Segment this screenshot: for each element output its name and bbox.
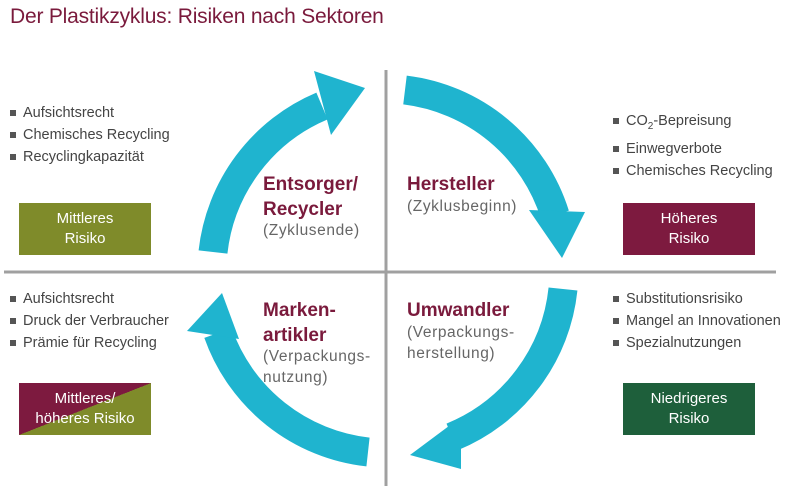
sector-converter-title: Umwandler — [407, 298, 509, 323]
list-item: CO2-Bepreisung — [613, 110, 773, 138]
list-item: Druck der Verbraucher — [10, 310, 169, 332]
sector-subtitle-line: (Zyklusbeginn) — [407, 198, 518, 215]
list-item: Recyclingkapazität — [10, 146, 170, 168]
sector-converter-subtitle: (Verpackungs- herstellung) — [407, 322, 515, 364]
sector-title-line: Recycler — [263, 199, 343, 220]
page-title: Der Plastikzyklus: Risiken nach Sektoren — [10, 5, 384, 28]
sector-recycler-title: Entsorger/ Recycler — [263, 172, 383, 222]
list-item: Spezialnutzungen — [613, 332, 781, 354]
sector-subtitle-line: nutzung) — [263, 369, 329, 386]
badge-label: Niedrigeres Risiko — [650, 390, 728, 427]
sector-title-line: Hersteller — [407, 174, 495, 195]
badge-label: Höheres Risiko — [660, 210, 718, 247]
sector-subtitle-line: (Verpackungs- — [407, 324, 515, 341]
sector-producer-subtitle: (Zyklusbeginn) — [407, 196, 517, 217]
list-item: Substitutionsrisiko — [613, 288, 781, 310]
sector-producer-title: Hersteller — [407, 172, 495, 197]
arrowhead-bottom-left — [187, 293, 239, 339]
list-item: Chemisches Recycling — [10, 124, 170, 146]
arrowhead-top-right — [529, 210, 585, 258]
risk-badge-higher: Höheres Risiko — [623, 203, 755, 255]
sector-subtitle-line: (Verpackungs- — [263, 348, 371, 365]
sector-title-line: Entsorger/ — [263, 174, 359, 195]
badge-label: Mittleres/ höheres Risiko — [35, 390, 135, 427]
sector-subtitle-line: (Zyklusende) — [263, 222, 360, 239]
sector-title-line: Umwandler — [407, 300, 510, 321]
sector-brands-title: Marken- artikler — [263, 298, 383, 348]
arrow-producer-to-converter — [403, 75, 569, 220]
badge-label: Mittleres Risiko — [56, 210, 114, 247]
sector-title-line: Marken- — [263, 300, 336, 321]
risk-badge-medium-higher: Mittleres/ höheres Risiko — [19, 383, 151, 435]
arrow-brands-to-recycler — [204, 327, 370, 467]
list-item: Einwegverbote — [613, 138, 773, 160]
list-item: Aufsichtsrecht — [10, 288, 169, 310]
risk-badge-medium: Mittleres Risiko — [19, 203, 151, 255]
sector-subtitle-line: herstellung) — [407, 345, 496, 362]
arrow-recycler-to-producer — [198, 92, 328, 254]
list-item: Aufsichtsrecht — [10, 102, 170, 124]
arrowhead-top-left — [314, 71, 365, 135]
risk-badge-lower: Niedrigeres Risiko — [623, 383, 755, 435]
sector-title-line: artikler — [263, 325, 327, 346]
arrow-converter-to-brands — [446, 287, 578, 451]
list-item: Chemisches Recycling — [613, 160, 773, 182]
co2-suffix: -Bepreisung — [653, 113, 732, 129]
list-item: Prämie für Recycling — [10, 332, 169, 354]
bottom-left-risk-list: Aufsichtsrecht Druck der Verbraucher Prä… — [10, 288, 169, 354]
sector-brands-subtitle: (Verpackungs- nutzung) — [263, 346, 371, 388]
bottom-right-risk-list: Substitutionsrisiko Mangel an Innovation… — [613, 288, 781, 354]
list-item: Mangel an Innovationen — [613, 310, 781, 332]
co2-subscript: 2 — [647, 120, 654, 132]
sector-recycler-subtitle: (Zyklusende) — [263, 220, 360, 241]
co2-prefix: CO — [626, 113, 648, 129]
top-right-risk-list: CO2-Bepreisung Einwegverbote Chemisches … — [613, 110, 773, 182]
arrowhead-bottom-right — [410, 417, 461, 469]
top-left-risk-list: Aufsichtsrecht Chemisches Recycling Recy… — [10, 102, 170, 168]
